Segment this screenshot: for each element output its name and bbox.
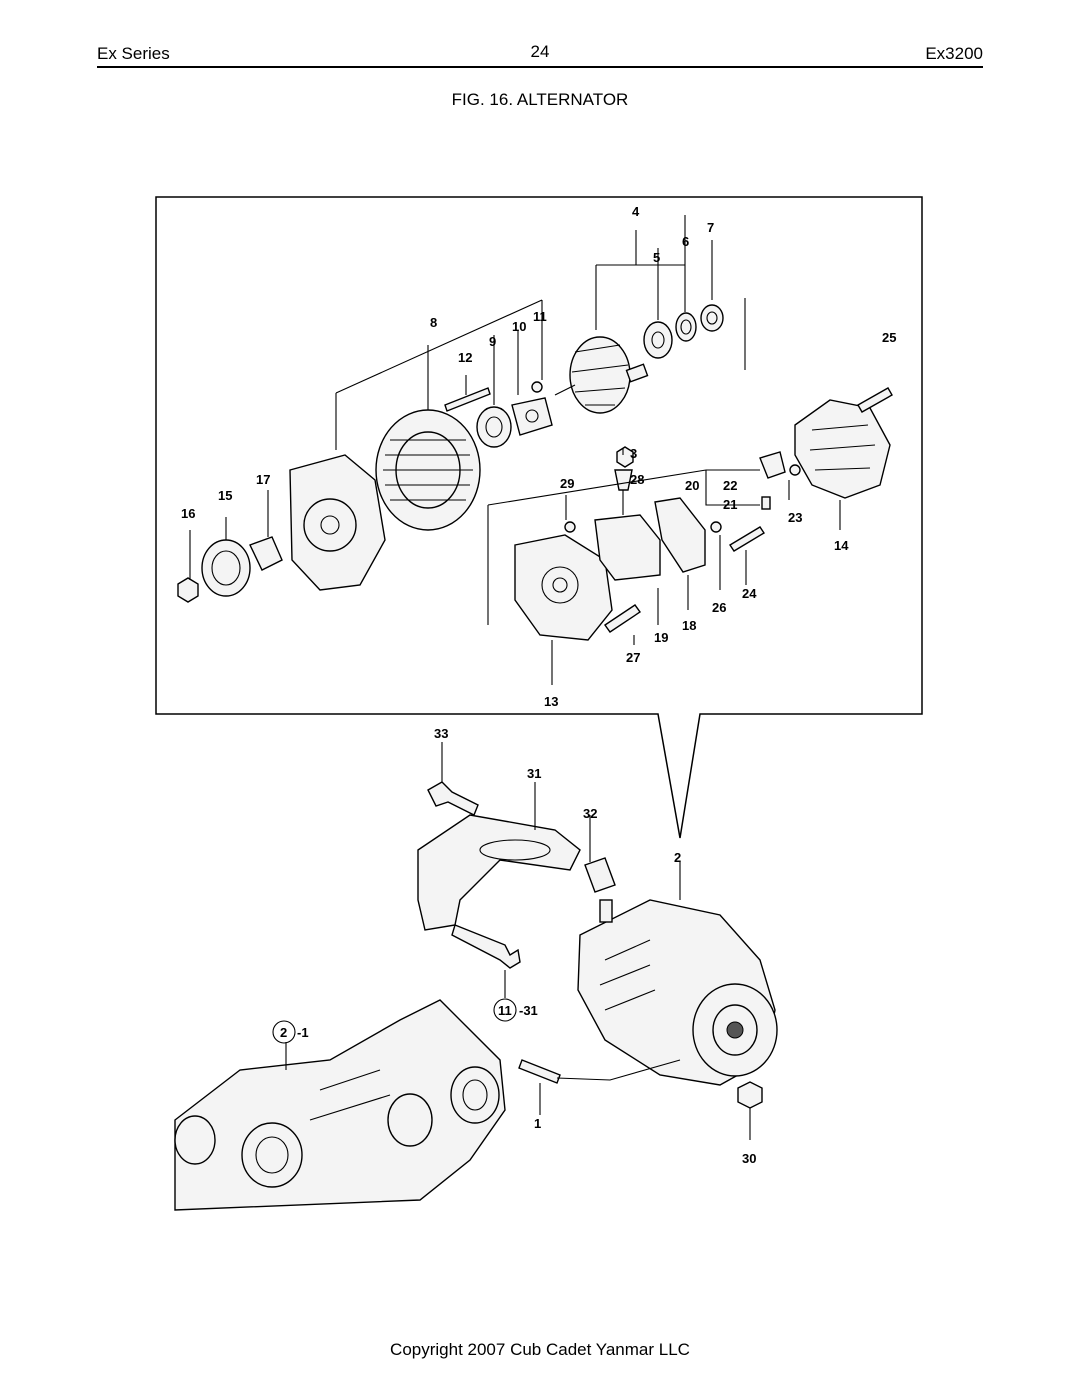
brush-holder-22: [759, 451, 786, 479]
bolt-33: [427, 781, 479, 816]
screw-11: [531, 381, 543, 393]
bracket-31: [417, 814, 581, 931]
callout-17: 17: [256, 472, 270, 487]
bearing-9: [476, 406, 512, 448]
insulator-28: [614, 469, 633, 491]
callout-12: 12: [458, 350, 472, 365]
bolt-24: [729, 526, 765, 552]
ref-2-circle: [272, 1020, 296, 1044]
ring-6: [675, 312, 697, 342]
callout-23: 23: [788, 510, 802, 525]
callout-26: 26: [712, 600, 726, 615]
spacer-17: [249, 536, 283, 571]
callout-20: 20: [685, 478, 699, 493]
ref-11-suffix: -31: [519, 1003, 538, 1018]
stud-12: [444, 387, 491, 412]
callout-13: 13: [544, 694, 558, 709]
page-number: 24: [530, 42, 550, 61]
callout-27: 27: [626, 650, 640, 665]
callout-21: 21: [723, 497, 737, 512]
bolt-25: [857, 387, 893, 413]
exploded-view-box: [155, 196, 923, 839]
nut-16: [177, 577, 199, 603]
plate-10: [511, 397, 553, 436]
copyright-footer: Copyright 2007 Cub Cadet Yanmar LLC: [390, 1340, 690, 1359]
callout-16: 16: [181, 506, 195, 521]
ref-11-circle: [493, 998, 517, 1022]
brush-21: [761, 496, 771, 510]
header-rule: [97, 66, 983, 68]
callout-30: 30: [742, 1151, 756, 1166]
screw-26: [710, 521, 722, 533]
ref-2: 2: [280, 1025, 287, 1040]
bolt-27: [604, 604, 641, 633]
stator: [375, 409, 481, 531]
ref-2-suffix: -1: [297, 1025, 309, 1040]
model-label: Ex3200: [925, 44, 983, 63]
callout-33: 33: [434, 726, 448, 741]
callout-1: 1: [534, 1116, 541, 1131]
callout-5: 5: [653, 250, 660, 265]
nut-30: [737, 1081, 763, 1109]
nut-3: [616, 446, 634, 468]
callout-29: 29: [560, 476, 574, 491]
stud-1: [518, 1059, 561, 1084]
callout-9: 9: [489, 334, 496, 349]
drive-end-frame: [289, 454, 386, 591]
rear-cover: [794, 399, 891, 499]
callout-15: 15: [218, 488, 232, 503]
series-label: Ex Series: [97, 44, 170, 63]
rectifier-19: [594, 514, 661, 581]
callout-11: 11: [533, 309, 547, 324]
ref-11: 11: [498, 1003, 512, 1018]
gear-case: [174, 999, 506, 1211]
callout-3: 3: [630, 446, 637, 461]
callout-18: 18: [682, 618, 696, 633]
callout-6: 6: [682, 234, 689, 249]
callout-10: 10: [512, 319, 526, 334]
nut-29: [564, 521, 576, 533]
bolt-11-31: [451, 924, 521, 969]
callout-8: 8: [430, 315, 437, 330]
pulley-15: [201, 539, 251, 597]
callout-14: 14: [834, 538, 849, 553]
callout-28: 28: [630, 472, 644, 487]
callout-19: 19: [654, 630, 668, 645]
regulator-18: [654, 497, 706, 573]
alternator-assembly: [577, 899, 778, 1086]
callout-31: 31: [527, 766, 541, 781]
callout-7: 7: [707, 220, 714, 235]
callout-25: 25: [882, 330, 896, 345]
callout-2: 2: [674, 850, 681, 865]
callout-32: 32: [583, 806, 597, 821]
bearing-5: [643, 321, 673, 359]
rotor: [554, 336, 649, 414]
figure-title: FIG. 16. ALTERNATOR: [451, 90, 629, 109]
seal-7: [700, 304, 724, 332]
callout-24: 24: [742, 586, 757, 601]
screw-23: [789, 464, 801, 476]
callout-22: 22: [723, 478, 737, 493]
rear-frame: [514, 534, 613, 641]
spacer-32: [584, 857, 616, 893]
callout-4: 4: [632, 204, 640, 219]
